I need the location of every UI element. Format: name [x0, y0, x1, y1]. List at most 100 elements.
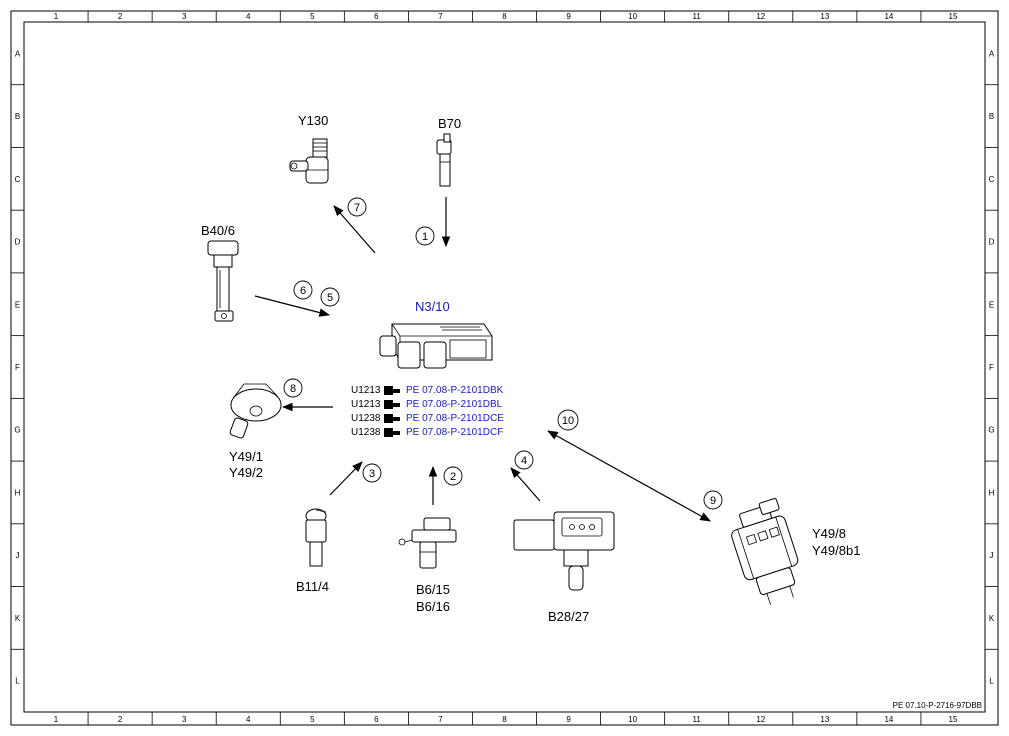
- drawing-frame: [10, 10, 999, 726]
- grid-column-label: 7: [438, 12, 443, 21]
- grid-column-label: 10: [628, 12, 637, 21]
- b6-16-label: B6/16: [416, 599, 450, 614]
- ref-link[interactable]: PE 07.08-P-2101DCE: [406, 413, 504, 424]
- ecu-module-part: [379, 323, 493, 369]
- callout-3: 3: [362, 463, 382, 483]
- b28-27-label: B28/27: [548, 609, 589, 624]
- grid-column-label: 12: [756, 715, 765, 724]
- callout-9: 9: [703, 490, 723, 510]
- b11-4-label: B11/4: [296, 579, 329, 594]
- grid-column-label: 11: [693, 715, 702, 724]
- y130-label: Y130: [298, 113, 328, 128]
- grid-row-label: D: [15, 238, 21, 247]
- grid-row-label: D: [989, 238, 995, 247]
- grid-column-label: 9: [566, 12, 571, 21]
- grid-column-label: 12: [756, 12, 765, 21]
- ref-code: U1213: [351, 385, 381, 396]
- grid-row-label: G: [988, 426, 994, 435]
- grid-column-label: 15: [949, 12, 958, 21]
- grid-column-label: 14: [884, 12, 893, 21]
- grid-row-label: A: [989, 49, 995, 58]
- callout-5: 5: [320, 287, 340, 307]
- b70-sensor-part: [436, 133, 452, 187]
- grid-column-label: 13: [820, 12, 829, 21]
- grid-row-label: C: [15, 175, 21, 184]
- callout-7: 7: [347, 197, 367, 217]
- grid-column-label: 5: [310, 12, 315, 21]
- pointing-hand-icon: [384, 386, 400, 395]
- ecu-label: N3/10: [415, 299, 450, 314]
- pointing-hand-icon: [384, 428, 400, 437]
- ref-code: U1213: [351, 399, 381, 410]
- y49-1-label: Y49/1: [229, 449, 263, 464]
- grid-column-label: 10: [628, 715, 637, 724]
- callout-10: 10: [557, 409, 579, 431]
- pointing-hand-icon: [384, 400, 400, 409]
- grid-column-label: 4: [246, 715, 251, 724]
- svg-text:3: 3: [369, 468, 375, 480]
- svg-text:5: 5: [327, 292, 333, 304]
- grid-column-label: 7: [438, 715, 443, 724]
- grid-row-label: B: [989, 112, 994, 121]
- reference-list: U1213 PE 07.08-P-2101DBK U1213 PE 07.08-…: [351, 385, 504, 438]
- callout-1: 1: [415, 226, 435, 246]
- ref-row: U1213 PE 07.08-P-2101DBL: [351, 399, 503, 410]
- svg-text:9: 9: [710, 495, 716, 507]
- grid-column-label: 2: [118, 715, 123, 724]
- grid-column-label: 2: [118, 12, 123, 21]
- b28-27-pressure-sensor-part: [513, 511, 615, 591]
- grid-column-label: 6: [374, 715, 379, 724]
- grid-row-label: B: [15, 112, 20, 121]
- ref-link[interactable]: PE 07.08-P-2101DCF: [406, 427, 503, 438]
- grid-row-label: A: [15, 49, 21, 58]
- ref-link[interactable]: PE 07.08-P-2101DBL: [406, 399, 503, 410]
- grid-column-label: 3: [182, 12, 187, 21]
- y49-1-actuator-part: [229, 383, 282, 439]
- ref-link[interactable]: PE 07.08-P-2101DBK: [406, 385, 504, 396]
- grid-row-label: F: [15, 363, 20, 372]
- ref-code: U1238: [351, 413, 381, 424]
- arrow-9-10: [547, 430, 711, 522]
- callout-4: 4: [514, 450, 534, 470]
- b11-4-temperature-sensor-part: [305, 508, 327, 567]
- grid-column-label: 15: [949, 715, 958, 724]
- grid-column-label: 14: [884, 715, 893, 724]
- svg-text:8: 8: [290, 383, 296, 395]
- svg-text:1: 1: [422, 231, 428, 243]
- grid-row-label: H: [15, 488, 21, 497]
- y49-8-label: Y49/8: [812, 526, 846, 541]
- y130-solenoid-valve-part: [289, 138, 329, 184]
- grid-row-label: J: [990, 551, 994, 560]
- grid-row-label: L: [989, 677, 994, 686]
- signal-arrows: [254, 197, 711, 522]
- y49-2-label: Y49/2: [229, 465, 263, 480]
- pointing-hand-icon: [384, 414, 400, 423]
- grid-column-label: 13: [820, 715, 829, 724]
- grid-row-label: K: [989, 614, 995, 623]
- grid-row-label: F: [989, 363, 994, 372]
- svg-text:2: 2: [450, 471, 456, 483]
- grid-row-label: E: [15, 300, 20, 309]
- grid-ticks: [11, 11, 998, 725]
- grid-column-label: 1: [54, 715, 59, 724]
- arrow-4: [510, 467, 541, 502]
- y49-8b1-label: Y49/8b1: [812, 543, 860, 558]
- svg-text:10: 10: [562, 415, 574, 427]
- b6-15-label: B6/15: [416, 582, 450, 597]
- grid-labels: 1122334455667788991010111112121313141415…: [14, 12, 994, 724]
- arrow-5-6: [254, 295, 331, 317]
- b40-6-label: B40/6: [201, 223, 235, 238]
- grid-row-label: G: [14, 426, 20, 435]
- grid-column-label: 9: [566, 715, 571, 724]
- callout-8: 8: [283, 378, 303, 398]
- grid-row-label: K: [15, 614, 21, 623]
- svg-text:6: 6: [300, 285, 306, 297]
- b40-6-sensor-part: [207, 240, 239, 322]
- y49-8-camshaft-actuator-part: [731, 498, 799, 605]
- grid-row-label: H: [989, 488, 995, 497]
- ref-row: U1238 PE 07.08-P-2101DCF: [351, 427, 503, 438]
- grid-column-label: 5: [310, 715, 315, 724]
- b6-15-sensor-part: [398, 517, 457, 569]
- svg-text:7: 7: [354, 202, 360, 214]
